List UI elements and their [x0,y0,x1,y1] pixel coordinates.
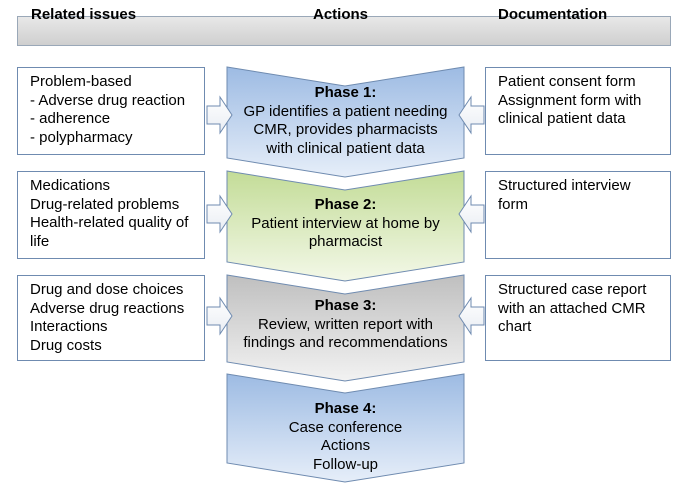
header-documentation: Documentation [498,6,608,23]
docs-box-3: Structured case report with an attached … [485,275,671,361]
arrow-left-1 [458,95,485,135]
phase-1-text: Phase 1: GP identifies a patient needing… [226,84,465,158]
phase-line: Case conference [288,418,403,436]
doc-text: Patient consent form [498,73,636,90]
issue-text: Drug and dose choices [30,281,184,298]
issue-text: - polypharmacy [30,128,133,146]
phase-line: Follow-up [312,455,379,473]
phase-title: Phase 1: [314,84,377,101]
doc-text: form [498,195,528,213]
arrow-left-3 [458,296,485,336]
phase-title: Phase 3: [314,297,377,314]
arrow-right-2 [206,194,233,234]
issue-text: Problem-based [30,73,132,90]
doc-text: with an attached CMR [498,299,646,317]
doc-text: Structured case report [498,281,647,298]
issue-text: - adherence [30,110,111,127]
phase-title: Phase 2: [314,196,377,213]
doc-text: chart [498,318,532,335]
phase-line: findings and recommendations [243,334,448,351]
phase-3-chevron [226,274,465,382]
phase-1-chevron [226,66,465,178]
phase-line: CMR, provides pharmacists [253,121,438,138]
phase-title: Phase 4: [314,400,377,417]
phase-line: Actions [320,437,371,454]
docs-box-1: Patient consent form Assignment form wit… [485,67,671,155]
header-related-issues: Related issues [31,6,137,23]
arrow-right-3 [206,296,233,336]
header-bar [17,16,671,46]
phase-line: GP identifies a patient needing [243,102,448,120]
phase-3-text: Phase 3: Review, written report with fin… [226,297,465,353]
issue-text: - Adverse drug reaction [30,91,186,109]
header-actions: Actions [313,6,369,23]
issue-text: Health-related quality of [30,214,189,231]
issue-text: Adverse drug reactions [30,299,185,317]
issue-text: Drug-related problems [30,195,180,213]
docs-box-2: Structured interview form [485,171,671,259]
issue-text: Drug costs [30,336,102,354]
doc-text: clinical patient data [498,110,626,127]
doc-text: Structured interview [498,177,631,194]
issues-box-2: Medications Drug-related problems Health… [17,171,205,259]
issues-box-3: Drug and dose choices Adverse drug react… [17,275,205,361]
issue-text: life [30,232,50,250]
arrow-left-2 [458,194,485,234]
issue-text: Interactions [30,318,108,335]
issue-text: Medications [30,177,111,194]
phase-2-text: Phase 2: Patient interview at home by ph… [226,196,465,252]
doc-text: Assignment form with [498,91,642,109]
phase-line: pharmacist [308,233,383,250]
phase-4-text: Phase 4: Case conference Actions Follow-… [226,400,465,474]
phase-line: Patient interview at home by [251,214,440,232]
phase-2-chevron [226,170,465,282]
phase-4-chevron [226,373,465,483]
issues-box-1: Problem-based - Adverse drug reaction - … [17,67,205,155]
phase-line: Review, written report with [257,315,434,333]
arrow-right-1 [206,95,233,135]
phase-line: with clinical patient data [266,139,425,157]
